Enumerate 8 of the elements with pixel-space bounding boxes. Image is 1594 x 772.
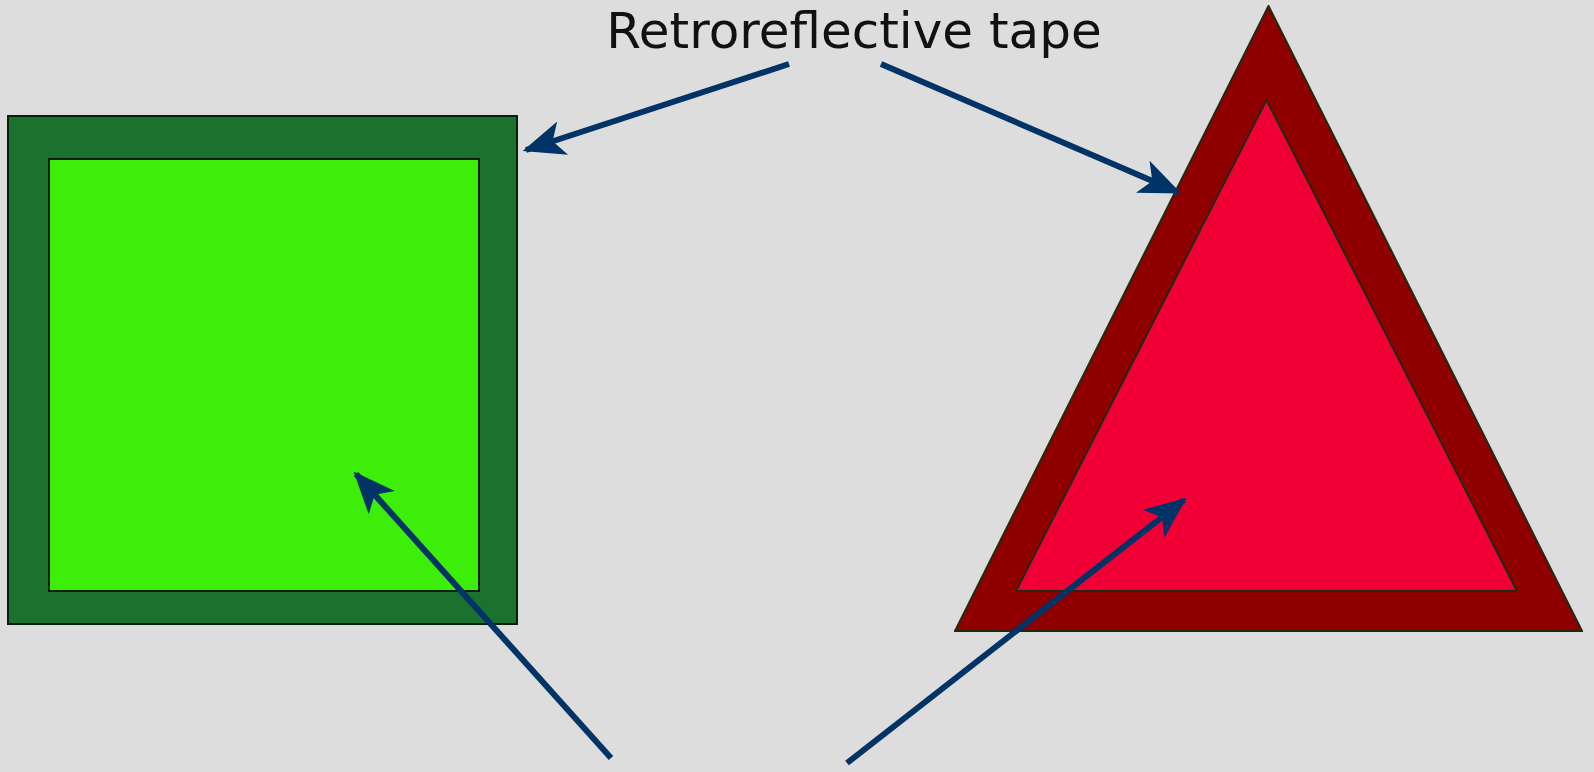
arrow <box>522 61 790 155</box>
arrow <box>845 497 1187 766</box>
square-panel <box>48 158 480 592</box>
arrow <box>353 471 614 760</box>
arrow <box>879 61 1182 195</box>
heading-label: Retroreflective tape <box>494 0 1214 64</box>
tape-frame <box>7 115 518 625</box>
triangle-panel <box>1015 99 1518 592</box>
